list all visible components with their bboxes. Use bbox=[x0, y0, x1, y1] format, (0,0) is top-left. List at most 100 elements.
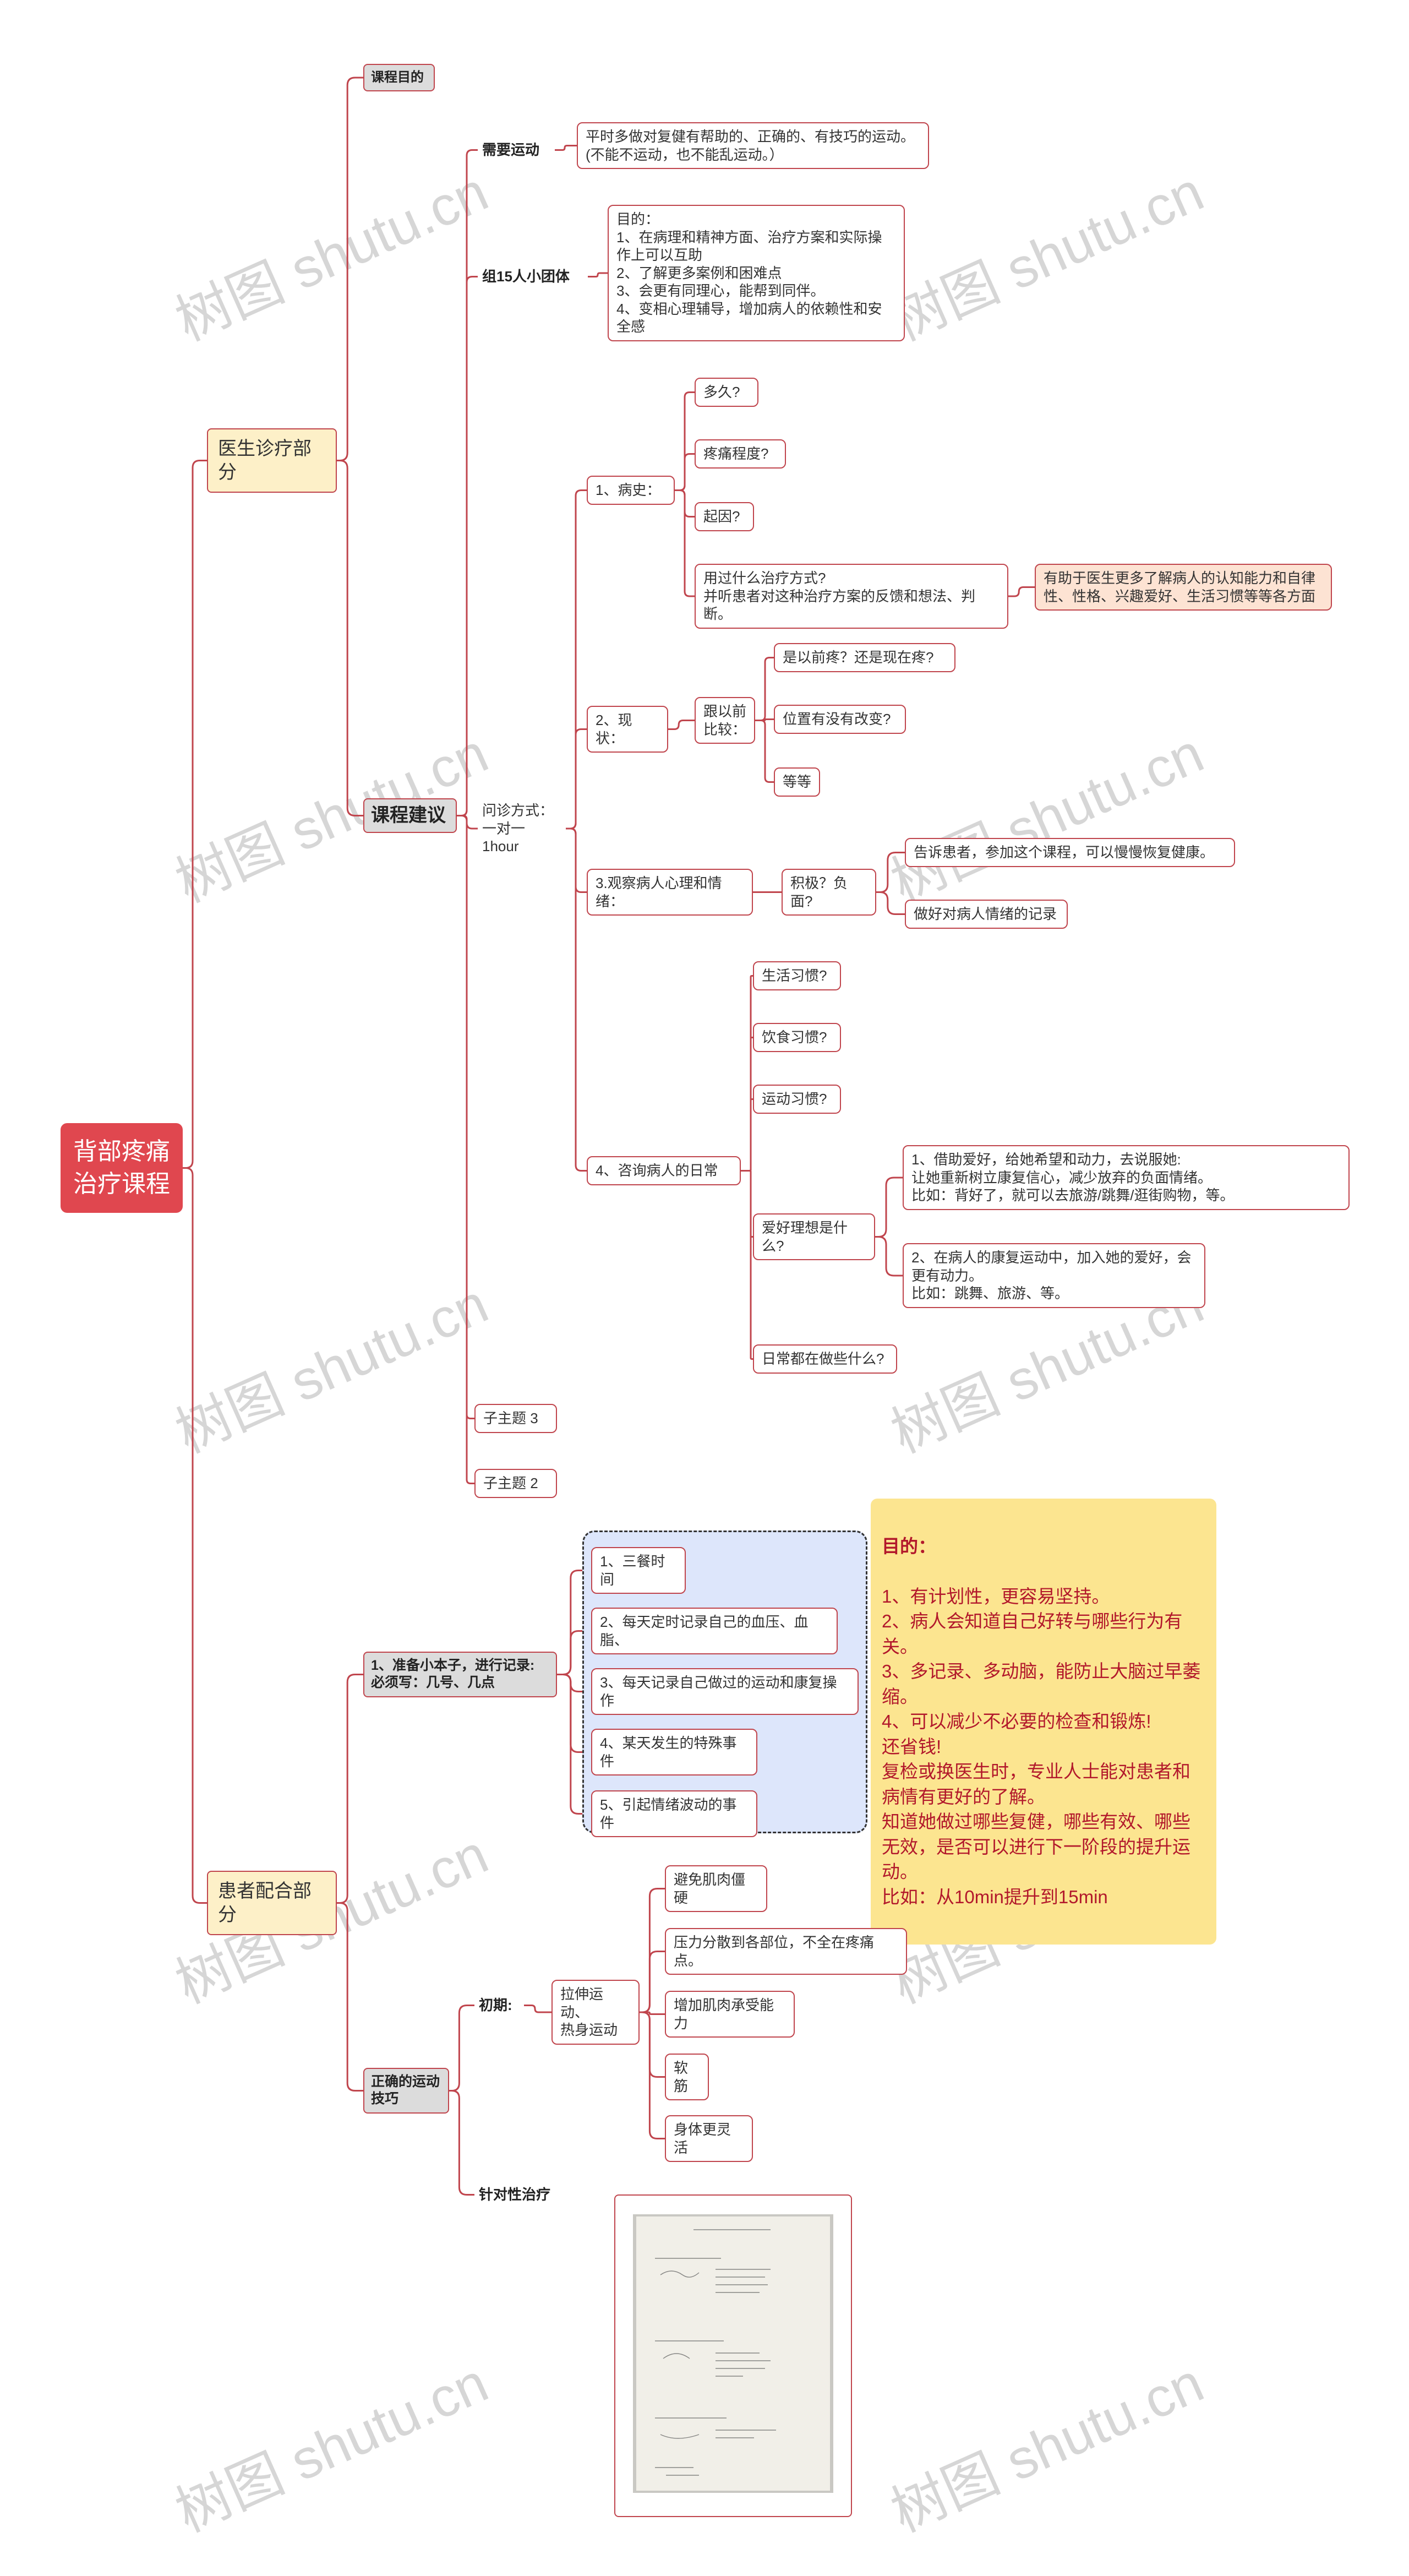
connector bbox=[755, 720, 774, 783]
connector bbox=[640, 1951, 665, 2013]
daily-item[interactable]: 饮食习惯? bbox=[753, 1023, 841, 1052]
connector bbox=[555, 145, 577, 151]
connector bbox=[876, 852, 905, 893]
connector bbox=[337, 460, 363, 816]
medical-history[interactable]: 1、病史： bbox=[587, 476, 675, 505]
connector bbox=[755, 657, 774, 721]
connector bbox=[1008, 586, 1035, 597]
exercise-technique[interactable]: 正确的运动 技巧 bbox=[363, 2068, 449, 2114]
connector bbox=[668, 720, 695, 730]
mood-check[interactable]: 积极？负面? bbox=[782, 869, 876, 916]
exercise-benefit[interactable]: 压力分散到各部位，不全在疼痛点。 bbox=[665, 1928, 907, 1975]
note-line: 4、可以减少不必要的检查和锻炼! bbox=[882, 1711, 1151, 1732]
history-item[interactable]: 多久? bbox=[695, 378, 758, 407]
connector bbox=[755, 718, 774, 721]
need-sport-text: 平时多做对复健有帮助的、正确的、有技巧的运动。 (不能不运动，也不能乱运动。） bbox=[577, 122, 929, 169]
current-item[interactable]: 是以前疼？还是现在疼? bbox=[774, 643, 955, 672]
connector bbox=[557, 1674, 591, 1815]
connector bbox=[566, 728, 587, 830]
history-item[interactable]: 用过什么治疗方式? 并听患者对这种治疗方案的反馈和想法、判断。 bbox=[695, 564, 1008, 629]
record-item[interactable]: 3、每天记录自己做过的运动和康复操作 bbox=[591, 1668, 859, 1715]
hobby-note: 2、在病人的康复运动中，加入她的爱好，会更有动力。 比如：跳舞、旅游、等。 bbox=[903, 1243, 1205, 1308]
root-topic[interactable]: 背部疼痛 治疗课程 bbox=[61, 1123, 183, 1213]
notebook-purpose-note: 目的： 1、有计划性，更容易坚持。 2、病人会知道自己好转与哪些行为有关。3、多记… bbox=[871, 1499, 1216, 1945]
topic-patient[interactable]: 患者配合部分 bbox=[207, 1871, 337, 1935]
connector bbox=[183, 1167, 207, 1904]
exercise-benefit[interactable]: 增加肌肉承受能力 bbox=[665, 1991, 795, 2038]
connector bbox=[566, 827, 587, 1172]
connector bbox=[675, 489, 695, 597]
note-line: 2、病人会知道自己好转与哪些行为有关。 bbox=[882, 1611, 1183, 1657]
inquiry-method[interactable]: 问诊方式： 一对一 1hour bbox=[482, 802, 554, 854]
sub-topic-3[interactable]: 子主题 3 bbox=[474, 1404, 557, 1433]
stretch-warmup[interactable]: 拉伸运动、 热身运动 bbox=[551, 1980, 640, 2045]
note-line: 知道她做过哪些复健，哪些有效、哪些无效，是否可以进行下一阶段的提升运动。 bbox=[882, 1811, 1190, 1882]
connector bbox=[875, 1177, 903, 1238]
exercise-benefit[interactable]: 软筋 bbox=[665, 2054, 709, 2100]
connector bbox=[640, 2011, 665, 2139]
group-15[interactable]: 组15人小团体 bbox=[478, 264, 588, 289]
daily-item[interactable]: 爱好理想是什么? bbox=[753, 1213, 875, 1260]
need-sport[interactable]: 需要运动 bbox=[478, 138, 555, 162]
history-item[interactable]: 疼痛程度? bbox=[695, 439, 786, 469]
psych-item[interactable]: 做好对病人情绪的记录 bbox=[905, 900, 1068, 929]
psych-item[interactable]: 告诉患者，参加这个课程，可以慢慢恢复健康。 bbox=[905, 838, 1235, 867]
connector bbox=[741, 1098, 753, 1172]
notebook-record[interactable]: 1、准备小本子，进行记录: 必须写：几号、几点 bbox=[363, 1652, 557, 1697]
connector bbox=[457, 276, 478, 816]
handwritten-sheet-image bbox=[633, 2214, 833, 2493]
connector bbox=[640, 2011, 665, 2078]
course-goal[interactable]: 课程目的 bbox=[363, 64, 435, 91]
note-lines: 1、有计划性，更容易坚持。 2、病人会知道自己好转与哪些行为有关。3、多记录、多动… bbox=[882, 1584, 1205, 1910]
connector bbox=[337, 77, 363, 461]
note-line: 比如：从10min提升到15min bbox=[882, 1886, 1108, 1907]
record-item[interactable]: 2、每天定时记录自己的血压、血脂、 bbox=[591, 1608, 838, 1654]
note-line: 复检或换医生时，专业人士能对患者和病情有更好的了解。 bbox=[882, 1761, 1190, 1807]
connector bbox=[457, 815, 474, 1484]
history-note: 有助于医生更多了解病人的认知能力和自律性、性格、兴趣爱好、生活习惯等等各方面 bbox=[1035, 564, 1332, 611]
sheet-illustration bbox=[633, 2214, 833, 2493]
current-item[interactable]: 等等 bbox=[774, 767, 820, 797]
note-title: 目的： bbox=[882, 1535, 936, 1556]
daily-item[interactable]: 日常都在做些什么? bbox=[753, 1344, 897, 1374]
connector bbox=[524, 2005, 551, 2013]
record-item[interactable]: 1、三餐时间 bbox=[591, 1547, 686, 1594]
connector bbox=[449, 2005, 474, 2092]
connector bbox=[875, 1236, 903, 1277]
hobby-note: 1、借助爱好，给她希望和动力，去说服她: 让她重新树立康复信心，减少放弃的负面情… bbox=[903, 1145, 1350, 1210]
connector bbox=[741, 1170, 753, 1360]
current-status[interactable]: 2、现状： bbox=[587, 706, 668, 753]
note-line: 3、多记录、多动脑，能防止大脑过早萎缩。 bbox=[882, 1661, 1201, 1707]
course-advice[interactable]: 课程建议 bbox=[363, 798, 457, 833]
note-line: 1、有计划性，更容易坚持。 bbox=[882, 1586, 1110, 1606]
exercise-benefit[interactable]: 避免肌肉僵硬 bbox=[665, 1865, 767, 1912]
connector bbox=[337, 1674, 363, 1904]
connector bbox=[675, 453, 695, 491]
record-item[interactable]: 5、引起情绪波动的事件 bbox=[591, 1790, 757, 1837]
connector bbox=[640, 1888, 665, 2013]
targeted-treatment[interactable]: 针对性治疗 bbox=[474, 2182, 562, 2207]
record-item[interactable]: 4、某天发生的特殊事件 bbox=[591, 1729, 757, 1776]
exercise-sheet-photo[interactable] bbox=[614, 2194, 852, 2517]
early-stage[interactable]: 初期: bbox=[474, 1993, 524, 2018]
current-item[interactable]: 位置有没有改变? bbox=[774, 705, 906, 734]
group-15-text: 目的： 1、在病理和精神方面、治疗方案和实际操作上可以互助 2、了解更多案例和困… bbox=[608, 205, 905, 341]
note-line: 还省钱! bbox=[882, 1736, 942, 1757]
history-item[interactable]: 起因? bbox=[695, 502, 754, 531]
connector bbox=[183, 460, 207, 1169]
daily-item[interactable]: 运动习惯? bbox=[753, 1085, 841, 1114]
connector bbox=[876, 891, 905, 915]
sub-topic-2[interactable]: 子主题 2 bbox=[474, 1469, 557, 1498]
daily-life[interactable]: 4、咨询病人的日常 bbox=[587, 1156, 741, 1185]
compare-previous[interactable]: 跟以前 比较： bbox=[695, 697, 755, 744]
connector bbox=[457, 815, 474, 1419]
connector bbox=[588, 272, 608, 277]
connector bbox=[640, 2011, 665, 2015]
daily-item[interactable]: 生活习惯? bbox=[753, 961, 841, 990]
connector bbox=[449, 2090, 474, 2196]
psychology-observe[interactable]: 3.观察病人心理和情绪： bbox=[587, 869, 753, 916]
topic-doctor[interactable]: 医生诊疗部分 bbox=[207, 428, 337, 493]
exercise-benefit[interactable]: 身体更灵活 bbox=[665, 2115, 753, 2162]
